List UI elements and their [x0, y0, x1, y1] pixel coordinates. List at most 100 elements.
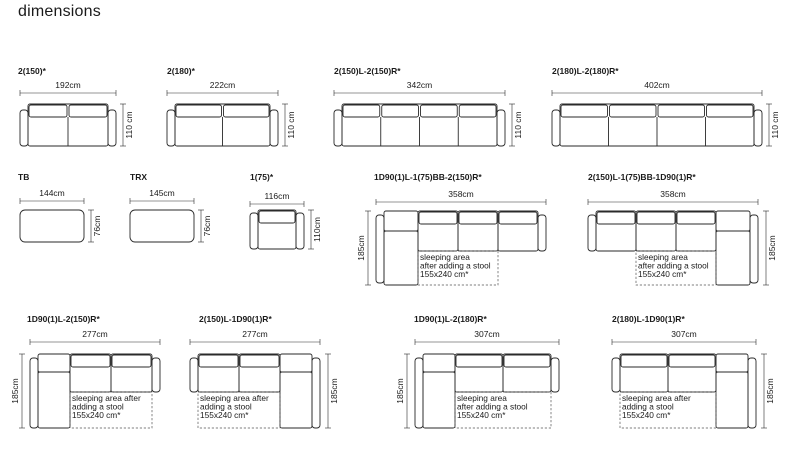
dim-width-1d90l-2-180r-text: 307cm: [474, 329, 500, 339]
module-seat: [457, 210, 499, 252]
sleeping-area-1d90l-1-75bb-2-150r: [417, 250, 499, 286]
sofa-back-cushion: [175, 104, 222, 118]
item-label-2-180: 2(180)*: [167, 66, 195, 76]
sofa-back-cushion: [70, 354, 111, 368]
sleeping-area-text: after adding a stool: [420, 261, 491, 271]
dim-depth-2-150-text: 110 cm: [124, 111, 134, 138]
corner-back: [383, 210, 419, 232]
item-label-1d90l-1-75bb-2-150r: 1D90(1)L-1(75)BB-2(150)R*: [374, 172, 482, 182]
dim-depth-trx-text: 76cm: [202, 216, 212, 237]
corner-back: [279, 353, 313, 373]
sofa-arm: [551, 109, 561, 147]
item-label-2-150l-1-75bb-1d90r: 2(150)L-1(75)BB-1D90(1)R*: [588, 172, 696, 182]
module-seat: [635, 210, 677, 252]
chaise-longue: [715, 230, 751, 286]
sleeping-area-text: 155x240 cm*: [457, 410, 506, 420]
dim-width-2-150l-1-75bb-1d90r-text: 358cm: [660, 189, 686, 199]
sofa-arm: [375, 214, 385, 284]
sleeping-area-2-150l-1d90r: [197, 391, 281, 429]
sofa-back-cushion: [458, 211, 498, 225]
sleeping-area-text: sleeping area after: [72, 393, 141, 403]
sofa-arm: [747, 357, 757, 429]
sofa-body: [257, 209, 297, 250]
sofa-back-cushion: [381, 104, 419, 118]
sofa-back-cushion: [418, 211, 458, 225]
sofa-arm: [414, 357, 424, 429]
dim-width-2-150-text: 192cm: [55, 80, 81, 90]
module-seat: [497, 210, 539, 252]
module-seat: [417, 210, 459, 252]
sofa-arm: [295, 212, 305, 250]
sofa-back-cushion: [111, 354, 152, 368]
sleeping-area-text: after adding a stool: [457, 402, 528, 412]
sleeping-area-text: 155x240 cm*: [200, 410, 249, 420]
sofa-back-cushion: [560, 104, 608, 118]
dim-depth-tb-text: 76cm: [92, 216, 102, 237]
sofa-back-cushion: [596, 211, 636, 225]
table-trx: [129, 209, 195, 243]
module-seat: [619, 353, 669, 393]
item-label-1d90l-2-150r: 1D90(1)L-2(150)R*: [27, 314, 100, 324]
sleeping-area-2-150l-1-75bb-1d90r: [635, 250, 717, 286]
sofa-back-cushion: [706, 104, 754, 118]
dim-depth-1d90l-2-150r-text: 185cm: [10, 378, 20, 404]
sofa-back-cushion: [657, 104, 705, 118]
sofa-back-cushion: [458, 104, 497, 118]
sleeping-area-1d90l-2-150r: [69, 391, 153, 429]
sleeping-area-text: adding a stool: [72, 402, 124, 412]
sleeping-area-text: 155x240 cm*: [72, 410, 121, 420]
dim-width-2-180-text: 222cm: [210, 80, 236, 90]
sofa-arm: [749, 214, 759, 284]
dim-depth-1d90l-1-75bb-2-150r-text: 185cm: [356, 235, 366, 261]
dim-width-trx-text: 145cm: [149, 188, 175, 198]
sofa-back-cushion: [223, 104, 270, 118]
dim-depth-1-75-text: 110cm: [312, 217, 322, 242]
sofa-arm: [753, 109, 763, 147]
dim-depth-2-150l-1d90r-text: 185cm: [329, 378, 339, 404]
sofa-arm: [550, 357, 560, 393]
module-seat: [454, 353, 504, 393]
dim-width-1d90l-1-75bb-2-150r-text: 358cm: [448, 189, 474, 199]
sofa-back-cushion: [420, 104, 458, 118]
chaise-longue: [715, 371, 749, 429]
sleeping-area-text: 155x240 cm*: [420, 269, 469, 279]
sofa-arm: [496, 109, 506, 147]
dim-width-2-180l-2-180r-text: 402cm: [644, 80, 670, 90]
sofa-arm: [189, 357, 199, 393]
sofa-arm: [587, 214, 597, 252]
sofa-back-cushion: [620, 354, 668, 368]
sofa-back-cushion: [28, 104, 68, 118]
sofa-arm: [311, 357, 321, 429]
item-label-1d90l-2-180r: 1D90(1)L-2(180)R*: [414, 314, 487, 324]
sofa-arm: [107, 109, 117, 147]
sofa-back-cushion: [676, 211, 716, 225]
sofa-arm: [269, 109, 279, 147]
sofa-back-cushion: [239, 354, 280, 368]
table-tb: [19, 209, 85, 243]
sofa-arm: [249, 212, 259, 250]
sleeping-area-text: sleeping area: [638, 252, 688, 262]
chaise-longue: [279, 371, 313, 429]
sofa-back-cushion: [198, 354, 239, 368]
item-label-2-180l-2-180r: 2(180)L-2(180)R*: [552, 66, 619, 76]
module-seat: [667, 353, 717, 393]
sofa-arm: [151, 357, 161, 393]
dim-width-2-150l-2-150r-text: 342cm: [407, 80, 433, 90]
corner-back: [422, 353, 456, 373]
dim-depth-1d90l-2-180r-text: 185cm: [395, 378, 405, 404]
sofa-back-cushion: [68, 104, 108, 118]
sleeping-area-text: after adding a stool: [638, 261, 709, 271]
dim-depth-2-180-text: 110 cm: [286, 111, 296, 138]
dim-width-tb-text: 144cm: [39, 188, 65, 198]
corner-back: [37, 353, 71, 373]
sleeping-area-text: sleeping area after: [622, 393, 691, 403]
sofa-back-cushion: [668, 354, 716, 368]
module-seat: [197, 353, 240, 393]
sofa-back-cushion: [455, 354, 503, 368]
sofa-back-cushion: [342, 104, 381, 118]
sofa-back-cushion: [258, 210, 296, 224]
chaise-longue: [383, 230, 419, 286]
module-seat: [238, 353, 281, 393]
sofa-back-cushion: [636, 211, 676, 225]
